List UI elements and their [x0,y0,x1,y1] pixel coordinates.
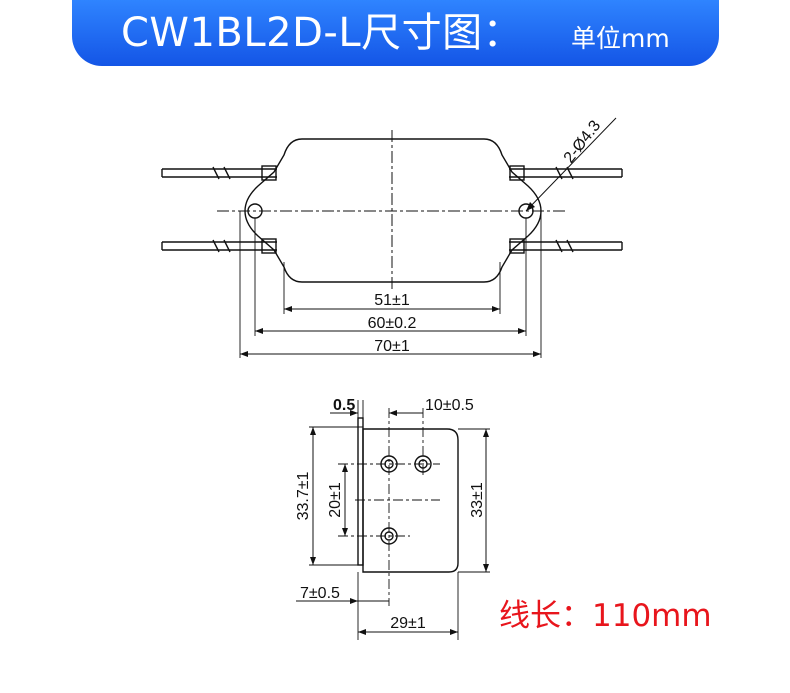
dim-terminal-spacing: 20±1 [327,482,344,518]
top-view [161,117,623,358]
dim-body-height: 33±1 [469,482,486,518]
lead-wire-top-right [509,165,623,181]
mounting-plate [357,417,364,566]
dim-body-width: 29±1 [390,615,426,632]
dim-plate-thickness: 0.5 [333,397,355,414]
lead-wire-top-left [161,165,277,181]
side-body-outline [362,428,459,573]
dim-bottom-offset: 7±0.5 [300,585,340,602]
dim-hole-spacing: 60±0.2 [368,315,417,332]
dimension-arrows [240,202,541,635]
dim-overall-height: 33.7±1 [295,471,312,520]
title-banner [72,0,719,66]
unit-label: 单位mm [571,24,670,53]
dim-overall-length: 70±1 [374,338,410,355]
hole-callout-label: 2-Ø4.3 [561,117,605,166]
wire-length-note: 线长：110mm [499,598,712,634]
filter-body-outline [244,138,542,283]
side-view [296,400,490,640]
lead-wire-bottom-right [509,238,623,254]
dim-body-length: 51±1 [374,292,410,309]
lead-wire-bottom-left [161,238,277,254]
page-title: CW1BL2D-L尺寸图： [121,10,524,56]
dim-terminal-offset: 10±0.5 [425,397,474,414]
